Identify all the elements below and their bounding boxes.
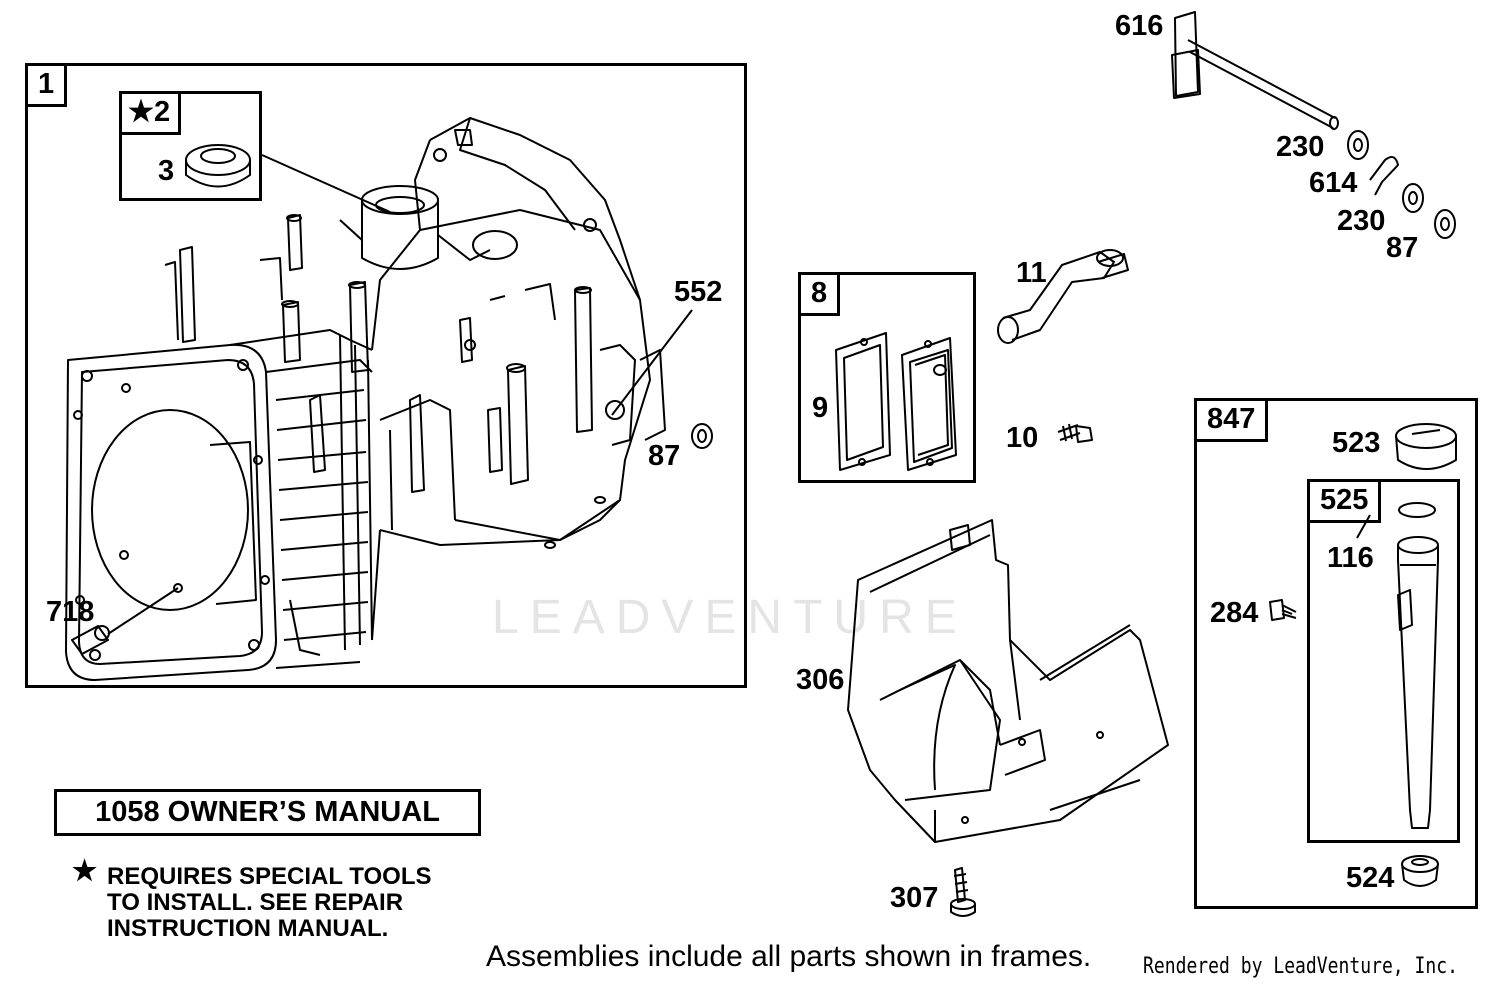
callout-524: 524 <box>1346 862 1395 894</box>
oil-fill-cap-523-drawing <box>1395 423 1457 470</box>
callout-614: 614 <box>1309 167 1358 199</box>
screw-10-drawing <box>1057 423 1093 443</box>
leader-116 <box>1356 514 1371 539</box>
frame-label-2: ★2 <box>122 94 182 135</box>
frame-seal-kit: ★2 <box>119 91 262 201</box>
watermark: LEADVENTURE <box>492 591 968 644</box>
callout-230-b: 230 <box>1337 205 1386 237</box>
leader-718 <box>107 587 179 635</box>
governor-shaft-616-drawing <box>1171 11 1456 239</box>
note-line-2: TO INSTALL. SEE REPAIR <box>107 889 404 916</box>
dowel-pin-718-drawing <box>71 625 110 655</box>
callout-552: 552 <box>674 276 723 308</box>
oring-116-drawing <box>1398 502 1436 518</box>
leader-3 <box>261 154 391 213</box>
assemblies-footnote: Assemblies include all parts shown in fr… <box>486 940 1092 973</box>
note-line-3: INSTRUCTION MANUAL. <box>107 915 389 942</box>
frame-label-525: 525 <box>1310 482 1382 523</box>
special-tool-star-icon: ★ <box>128 96 154 128</box>
frame-label-8: 8 <box>801 275 841 316</box>
frame-label-847: 847 <box>1197 401 1269 442</box>
engine-block-drawing <box>65 117 666 681</box>
callout-11: 11 <box>1016 257 1047 289</box>
gasket-9-drawing <box>835 332 957 471</box>
callout-10: 10 <box>1006 422 1039 454</box>
callout-230-a: 230 <box>1276 131 1325 163</box>
callout-306: 306 <box>796 664 845 696</box>
dipstick-tube-525-drawing <box>1397 536 1439 829</box>
seal-3-drawing <box>185 144 251 188</box>
star-icon: ★ <box>72 855 98 886</box>
callout-87-a: 87 <box>1386 232 1419 264</box>
owners-manual-box: 1058 OWNER’S MANUAL <box>54 789 481 836</box>
callout-523: 523 <box>1332 427 1381 459</box>
frame-short-block: 1 <box>25 63 747 688</box>
frame-gasket-set: 8 <box>798 272 976 483</box>
frame-tube-assembly: 525 <box>1307 479 1460 843</box>
screw-284-drawing <box>1269 599 1297 621</box>
callout-284: 284 <box>1210 597 1259 629</box>
engine-base-shield-306-drawing <box>847 519 1169 843</box>
callout-116: 116 <box>1327 542 1374 574</box>
callout-9: 9 <box>812 392 829 424</box>
render-credit: Rendered by LeadVenture, Inc. <box>1143 954 1458 979</box>
callout-87-b: 87 <box>648 440 681 472</box>
bolt-307-drawing <box>950 867 976 917</box>
callout-718: 718 <box>46 596 95 628</box>
callout-3: 3 <box>158 155 175 187</box>
callout-307: 307 <box>890 882 939 914</box>
callout-616: 616 <box>1115 10 1164 42</box>
leader-552 <box>611 309 693 416</box>
breather-tube-11-drawing <box>997 249 1129 344</box>
frame-dipstick-assembly: 847 <box>1194 398 1478 909</box>
note-line-1: REQUIRES SPECIAL TOOLS <box>107 863 432 890</box>
grommet-524-drawing <box>1401 855 1439 887</box>
washer-87-drawing <box>691 423 713 449</box>
frame-label-1: 1 <box>28 66 68 107</box>
